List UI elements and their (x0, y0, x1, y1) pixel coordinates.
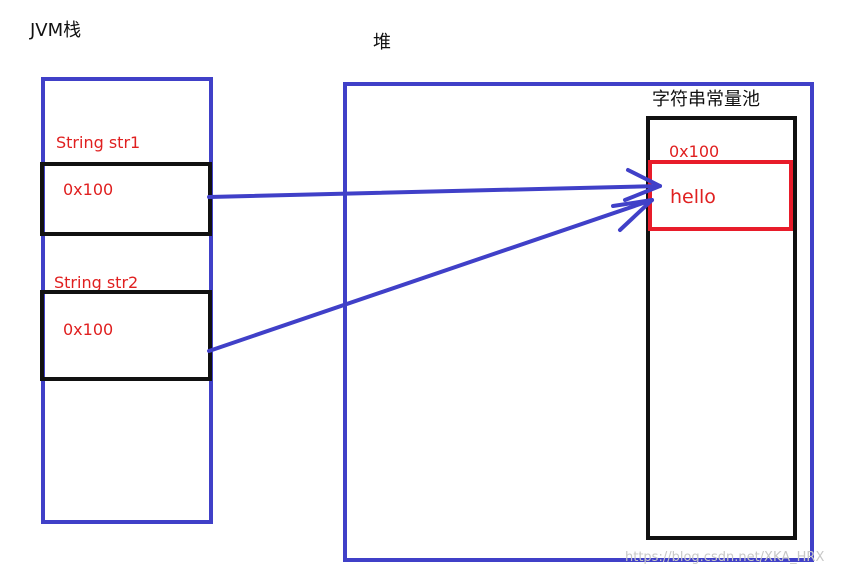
hello-string-value: hello (670, 186, 716, 208)
str1-label: String str1 (56, 133, 141, 152)
str2-value: 0x100 (63, 320, 114, 339)
str1-arrowhead (623, 168, 662, 202)
str1-reference-arrow (207, 184, 662, 199)
str2-reference-arrow (207, 198, 654, 353)
pool-address: 0x100 (669, 142, 720, 161)
str1-slot (40, 162, 212, 236)
hello-string-box (648, 160, 793, 231)
str2-slot (40, 290, 212, 381)
str2-label: String str2 (54, 273, 139, 292)
string-pool-box (646, 116, 797, 540)
heap-box (343, 82, 814, 562)
string-pool-title: 字符串常量池 (652, 89, 760, 110)
heap-title: 堆 (373, 32, 391, 53)
watermark: https://blog.csdn.net/XKA_HRX (625, 550, 825, 565)
jvm-stack-title: JVM栈 (30, 20, 82, 41)
str2-arrowhead (611, 198, 654, 232)
str1-value: 0x100 (63, 180, 114, 199)
